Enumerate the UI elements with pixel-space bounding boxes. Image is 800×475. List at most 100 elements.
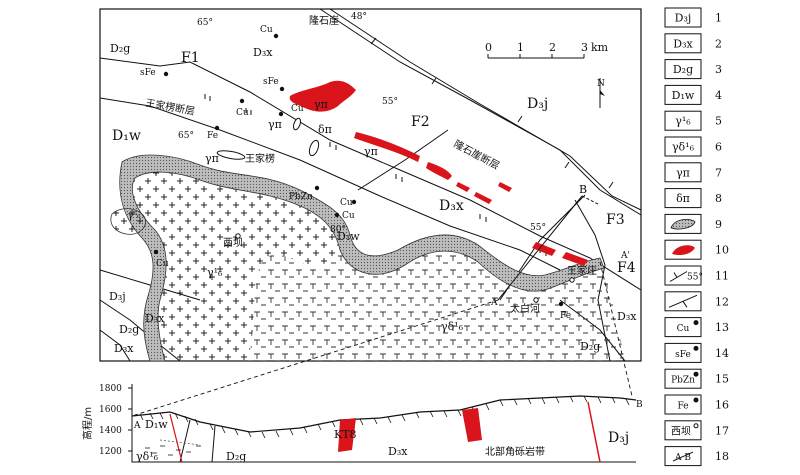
projection-lines <box>131 261 633 417</box>
legend-item: 9 <box>664 213 722 234</box>
svg-text:1: 1 <box>517 41 524 54</box>
legend-number: 9 <box>715 218 722 231</box>
stratum-d3x-se: D₃x <box>617 310 637 323</box>
stratum-d3x-central: D₃x <box>439 198 464 214</box>
stratum-d3x: D₃x <box>253 46 273 59</box>
legend-swatch <box>664 420 702 441</box>
legend-number: 11 <box>715 270 729 283</box>
dip-value: 80° <box>330 225 346 235</box>
legend-number: 3 <box>715 63 722 76</box>
stratum-d2g-sw: D₂g <box>119 323 139 336</box>
cross-section-panel: 1800 1600 1400 1200 高程/m A B D₁w γδ¹₆ D₂… <box>81 384 643 463</box>
legend-symbol-text: A B <box>674 453 691 463</box>
mineral-label: sFe <box>140 68 156 78</box>
legend-symbol-text: δπ <box>676 192 690 205</box>
legend-point-symbol <box>693 397 699 403</box>
legend-swatch <box>664 84 702 105</box>
legend-symbol-text: D₂g <box>673 63 693 76</box>
section-gd: γδ¹₆ <box>136 450 159 463</box>
legend-swatch <box>664 110 702 131</box>
mineral-label: Cu <box>291 104 304 114</box>
stratum-d2g-se: D₂g <box>580 340 600 353</box>
legend-number: 14 <box>715 347 729 360</box>
intrusion-label: γπ <box>205 152 219 165</box>
dip-value: 48° <box>351 12 367 22</box>
small-granite-body <box>110 208 146 235</box>
section-end-a: A <box>490 298 498 308</box>
legend-point-symbol <box>693 423 699 429</box>
legend-symbol-text: sFe <box>675 350 691 360</box>
legend-number: 17 <box>715 424 729 437</box>
legend-point-symbol <box>693 345 699 351</box>
section-d2g: D₂g <box>226 450 246 463</box>
intrusion-label: γ⁵₆ <box>128 211 141 221</box>
stratum-d1w: D₁w <box>112 128 141 144</box>
place-circles <box>235 233 575 303</box>
mineral-label: Fe <box>560 311 571 321</box>
section-d3x: D₃x <box>388 445 408 458</box>
topographic-profile <box>131 395 637 433</box>
legend-symbol-text: D₁w <box>672 89 695 102</box>
legend-swatch <box>664 265 702 286</box>
fault-f4-label: F4 <box>617 260 636 276</box>
legend-number: 5 <box>715 115 722 128</box>
section-d1w: D₁w <box>145 418 168 431</box>
section-contact <box>179 419 191 463</box>
section-lines <box>497 195 601 301</box>
legend-item: γ¹₆ 5 <box>664 110 722 131</box>
fault-f3-label: F3 <box>606 212 625 228</box>
legend-swatch <box>664 162 702 183</box>
place-wangjialao: 王家楞 <box>245 152 275 165</box>
legend-item: δπ 8 <box>664 188 722 209</box>
mineral-label: Fe <box>207 131 218 141</box>
y-tick-1200: 1200 <box>99 447 122 457</box>
legend-item: D₃j 1 <box>664 7 722 28</box>
intrusion-label: γπ <box>268 118 282 131</box>
legend-swatch <box>664 368 702 389</box>
mineral-label: Cu <box>156 259 169 269</box>
legend-symbol-text: 西坝 <box>671 425 691 437</box>
section-b: B <box>636 400 643 410</box>
legend-swatch <box>664 188 702 209</box>
legend-item: γδ¹₆ 6 <box>664 136 722 157</box>
legend-number: 15 <box>715 373 729 386</box>
mineral-label: Cu <box>342 211 355 221</box>
legend-number: 6 <box>715 141 722 154</box>
ore-bodies <box>289 80 588 266</box>
legend-number: 1 <box>715 12 722 25</box>
legend-symbol-text: γδ¹₆ <box>672 141 695 154</box>
mineral-label: Cu <box>260 25 273 35</box>
legend-symbol-text: D₃j <box>675 12 692 25</box>
map-panel: F1 F2 F3 F4 D₂g D₃x D₃j D₁w D₃x D₁w D₃j … <box>99 8 642 362</box>
dip-value: 65° <box>197 18 213 28</box>
legend-symbol-text: γπ <box>676 166 690 179</box>
legend-swatch <box>664 342 702 363</box>
dip-value: 65° <box>178 131 194 141</box>
svg-text:N: N <box>597 79 605 89</box>
legend-number: 4 <box>715 89 722 102</box>
legend-symbol-text: D₃x <box>673 37 693 50</box>
place-wangjiazhuang: 王家庄 <box>567 264 597 277</box>
legend-item: sFe 14 <box>664 342 729 363</box>
legend-item: 西坝 17 <box>664 420 729 441</box>
legend-item: D₁w 4 <box>664 84 722 105</box>
svg-text:3: 3 <box>581 41 588 54</box>
legend-section-line <box>672 451 694 462</box>
legend-number: 10 <box>715 244 729 257</box>
section-granodiorite <box>145 445 201 456</box>
intrusion-label: γδ¹₆ <box>441 320 464 333</box>
section-belt: 北部角砾岩带 <box>485 445 545 458</box>
place-xiba: 西坝 <box>223 237 243 249</box>
section-kt8: KT8 <box>334 428 357 441</box>
legend-item: 55°11 <box>664 265 729 286</box>
legend-symbol-text: γ¹₆ <box>675 115 691 128</box>
y-tick-1600: 1600 <box>99 405 122 415</box>
legend-number: 12 <box>715 295 729 308</box>
legend-number: 8 <box>715 192 722 205</box>
intrusion-label: γπ <box>314 98 328 111</box>
legend-swatch <box>664 33 702 54</box>
legend-dip-symbol <box>669 271 688 282</box>
